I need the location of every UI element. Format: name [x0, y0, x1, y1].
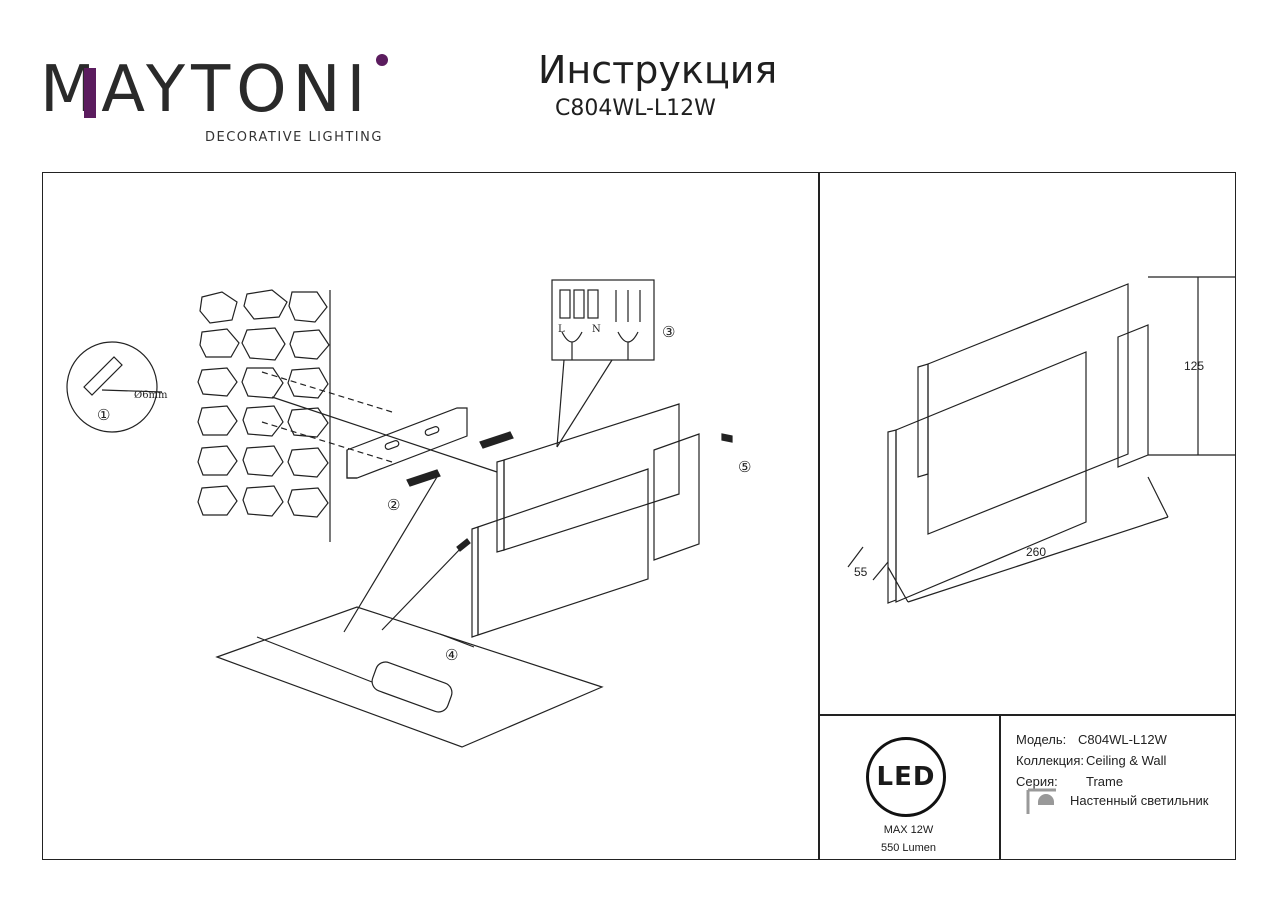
led-badge: LED — [866, 737, 946, 817]
frame-divider — [818, 172, 820, 860]
page-model: C804WL-L12W — [555, 96, 716, 121]
spec-divider — [818, 714, 1236, 716]
spec-collection-label: Коллекция: — [1016, 753, 1084, 768]
dimension-drawing: 125 260 55 — [847, 276, 1236, 604]
brand-logo: MAYTONI DECORATIVE LIGHTING — [40, 50, 400, 150]
dim-depth: 55 — [854, 565, 868, 579]
stone-wall — [197, 289, 331, 542]
step-5: ⑤ — [738, 458, 751, 476]
spec-type-value: Настенный светильник — [1070, 793, 1209, 808]
terminal-l: L — [558, 324, 565, 335]
page-title: Инструкция — [538, 48, 778, 92]
dim-height: 125 — [1184, 359, 1204, 373]
spec-model-value: C804WL-L12W — [1078, 732, 1167, 747]
spec-model-label: Модель: — [1016, 732, 1067, 747]
wall-lamp-icon — [1026, 788, 1056, 814]
installation-diagram: ① ② ③ ④ ⑤ Ø6mm L N — [66, 279, 751, 748]
step-3: ③ — [662, 323, 675, 341]
spec-collection-value: Ceiling & Wall — [1086, 753, 1167, 768]
back-panel — [496, 403, 700, 561]
terminal-block — [551, 279, 655, 361]
lumen-output: 550 Lumen — [880, 842, 937, 854]
mounting-bracket — [346, 407, 468, 479]
terminal-n: N — [592, 324, 601, 335]
diagram-frame — [42, 172, 1236, 860]
step-2: ② — [387, 496, 400, 514]
step-1: ① — [97, 406, 110, 424]
dim-width: 260 — [1026, 545, 1046, 559]
front-panel — [471, 468, 649, 638]
brand-tagline: DECORATIVE LIGHTING — [205, 130, 383, 145]
step-4: ④ — [445, 646, 458, 664]
screwdriver — [215, 476, 604, 748]
spec-series-label: Серия: — [1016, 774, 1058, 789]
max-power: MAX 12W — [883, 824, 934, 836]
spec-series-value: Trame — [1086, 774, 1124, 789]
drill-size: Ø6mm — [134, 390, 168, 401]
drill-callout — [66, 341, 158, 433]
logo-accent — [84, 54, 388, 118]
spec-column-divider — [999, 714, 1001, 860]
